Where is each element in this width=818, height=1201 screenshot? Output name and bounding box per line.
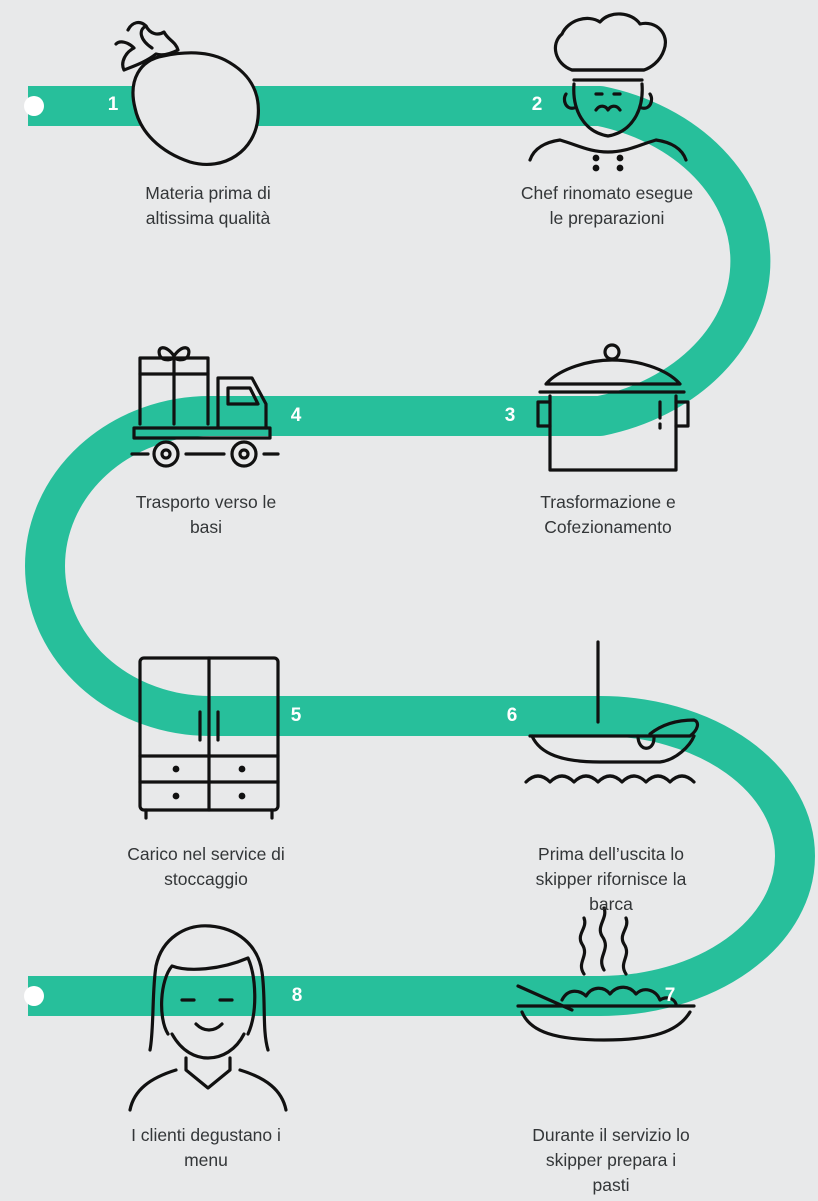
step-label-2-line-1: Chef rinomato esegue [520,183,694,203]
step-number-7: 7 [664,985,676,1006]
step-label-5: Carico nel service di stoccaggio [76,842,336,892]
hot-dish-icon [516,906,696,1042]
step-label-4: Trasporto verso le basi [76,490,336,540]
step-label-6-line-2: skipper rifornisce la [535,869,687,889]
step-number-2: 2 [531,94,543,115]
eggplant-icon [114,20,261,167]
customer-woman-icon [128,924,288,1112]
process-path [25,86,815,1016]
step-label-5-line-2: stoccaggio [164,869,248,889]
step-number-1: 1 [107,94,119,115]
step-label-6-line-3: barca [589,894,633,914]
chef-icon [528,12,688,172]
step-label-1: Materia prima di altissima qualità [78,181,338,231]
step-label-8-line-2: menu [184,1150,228,1170]
step-label-1-line-2: altissima qualità [145,208,271,228]
step-label-2-line-2: le preparazioni [549,208,665,228]
step-label-4-line-2: basi [189,517,223,537]
step-label-7-line-2: skipper prepara i [545,1150,677,1170]
path-end-dot [24,986,44,1006]
step-label-4-line-1: Trasporto verso le [135,492,277,512]
step-label-7-line-3: pasti [592,1175,630,1195]
step-label-3-line-2: Cofezionamento [544,517,672,537]
step-label-7: Durante il servizio lo skipper prepara i… [481,1123,741,1198]
cooking-pot-icon [536,343,690,472]
delivery-truck-icon [130,346,280,468]
step-number-8: 8 [291,985,303,1006]
sailboat-icon [524,640,700,784]
step-label-3: Trasformazione e Cofezionamento [478,490,738,540]
step-label-5-line-1: Carico nel service di [127,844,285,864]
step-number-6: 6 [506,705,518,726]
step-label-2: Chef rinomato esegue le preparazioni [477,181,737,231]
step-number-3: 3 [504,405,516,426]
step-label-6-line-1: Prima dell’uscita lo [538,844,684,864]
step-label-6: Prima dell’uscita lo skipper rifornisce … [481,842,741,917]
step-label-1-line-1: Materia prima di [145,183,271,203]
path-start-dot [24,96,44,116]
step-label-7-line-1: Durante il servizio lo [532,1125,690,1145]
step-number-4: 4 [290,405,302,426]
storage-cabinet-icon [138,656,280,820]
step-label-3-line-1: Trasformazione e [540,492,676,512]
step-number-5: 5 [290,705,302,726]
step-label-8: I clienti degustano i menu [76,1123,336,1173]
step-label-8-line-1: I clienti degustano i [131,1125,281,1145]
